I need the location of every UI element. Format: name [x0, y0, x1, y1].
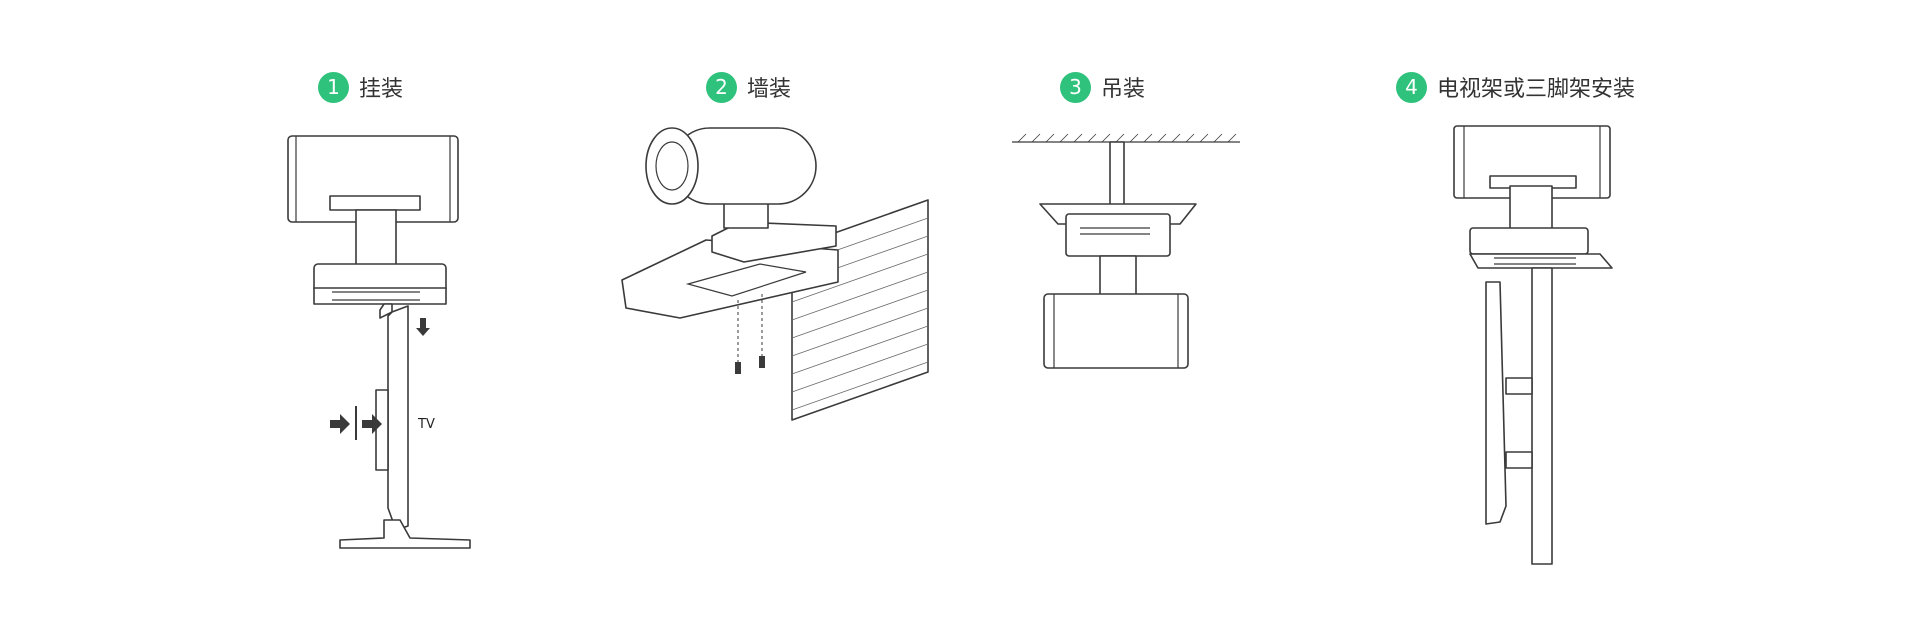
step-2-heading: 2 墙装 [706, 70, 791, 104]
tv-panel [1485, 281, 1507, 525]
step-3-heading: 3 吊装 [1060, 70, 1145, 104]
step-1-title: 挂装 [359, 77, 404, 102]
step-4-badge: 4 [1396, 71, 1427, 103]
camera-lens [645, 127, 699, 205]
step-4-heading: 4 电视架或三脚架安装 [1396, 70, 1635, 104]
camera-body [1043, 293, 1189, 369]
step-4-title: 电视架或三脚架安装 [1437, 77, 1636, 102]
step-2-badge: 2 [706, 71, 737, 103]
ceiling-hatch [1017, 133, 1237, 143]
ceiling-mount-illustration [1012, 133, 1240, 369]
wall-shelf [621, 239, 839, 319]
screw-icon [735, 294, 765, 374]
step-1-heading: 1 挂装 [318, 70, 403, 104]
tv-panel [387, 305, 409, 531]
tv-mount-illustration: TV [287, 135, 471, 549]
brick-lines [791, 217, 929, 411]
camera-base [1469, 227, 1589, 255]
camera-neck [1509, 185, 1553, 231]
mount-plate [1469, 253, 1613, 269]
mount-bracket [379, 303, 393, 319]
base-vent [332, 291, 420, 301]
wall-mount-illustration [621, 127, 929, 421]
stand-pole [1531, 267, 1553, 565]
tv-clip [375, 389, 389, 471]
step-2-title: 墙装 [747, 77, 792, 102]
camera-neck [355, 209, 397, 269]
ceiling-pole [1109, 141, 1125, 207]
stand-mount-illustration [1453, 125, 1613, 565]
camera-base [1065, 213, 1171, 257]
tv-stand [339, 519, 471, 549]
stand-clamp [1505, 377, 1533, 395]
down-arrow-icon [416, 318, 430, 336]
push-arrow-icon [330, 406, 382, 440]
step-3-badge: 3 [1060, 71, 1091, 103]
tv-label: TV [417, 417, 435, 432]
step-3-title: 吊装 [1101, 77, 1146, 102]
step-1-badge: 1 [318, 71, 349, 103]
